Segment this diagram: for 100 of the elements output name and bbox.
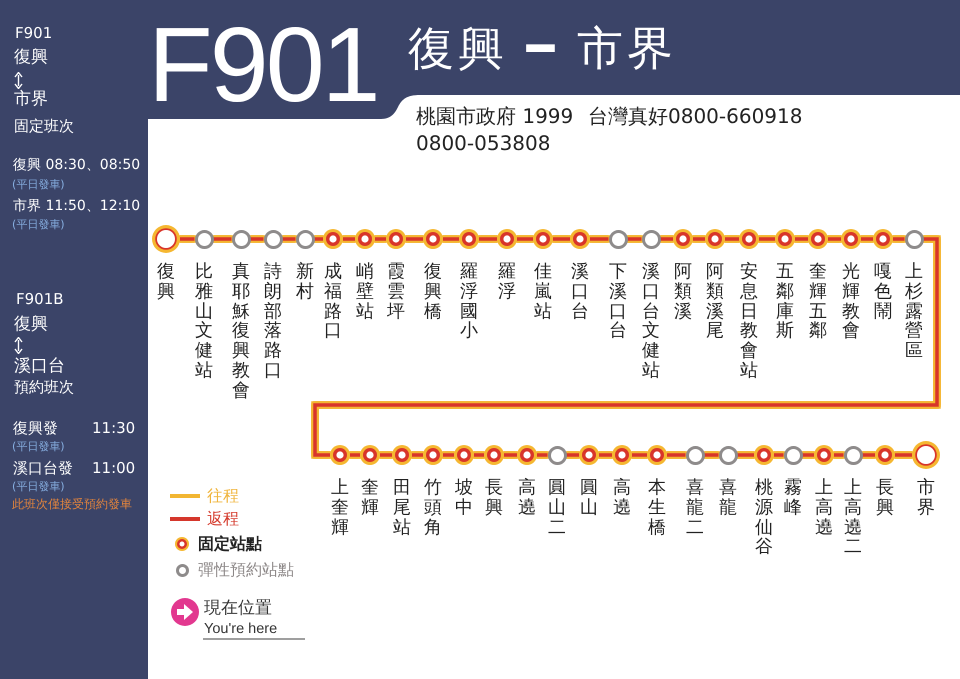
- route-line: [599, 453, 612, 457]
- route-line: [406, 237, 423, 241]
- terminal-name: 復興: [14, 48, 48, 68]
- station-name: 五鄰庫斯: [776, 262, 794, 342]
- weekday-note: (平日發車): [12, 178, 65, 192]
- booking-note: 此班次僅接受預約發車: [12, 498, 132, 512]
- route-line: [632, 453, 647, 457]
- legend-label: 彈性預約站點: [198, 560, 294, 579]
- station-name: 本生橋: [648, 478, 666, 538]
- station-name: 嘎色鬧: [874, 262, 892, 322]
- route-number: F901: [15, 25, 52, 43]
- route-line: [704, 453, 718, 457]
- station-name: 溪口台文健站: [642, 262, 660, 381]
- route-line: [504, 453, 517, 457]
- route-line: [861, 237, 873, 241]
- route-line: [443, 453, 454, 457]
- route-title: F901: [148, 12, 378, 118]
- route-line: [828, 237, 841, 241]
- route-line: [774, 453, 784, 457]
- station-name: 上杉露營區: [905, 262, 923, 361]
- station-name: 上奎輝: [331, 478, 349, 538]
- departure-times: 復興 08:30、08:50: [13, 156, 140, 174]
- station-name: 阿類溪尾: [706, 262, 724, 342]
- route-line: [895, 453, 912, 457]
- route-line: [862, 453, 875, 457]
- station-name: 安息日教會站: [740, 262, 758, 381]
- route-line: [282, 237, 296, 241]
- hotline-text: 台灣真好0800-660918: [588, 104, 802, 128]
- station-name: 溪口台: [571, 262, 589, 322]
- route-line: [443, 237, 459, 241]
- station-name: 霧峰: [784, 478, 802, 518]
- legend-label: 往程: [207, 486, 239, 505]
- route-line: [343, 237, 355, 241]
- route-line: [759, 237, 775, 241]
- route-line: [893, 237, 904, 241]
- route-line: [350, 453, 360, 457]
- station-name: 霞雲坪: [387, 262, 405, 322]
- route-line: [474, 453, 484, 457]
- station-name: 圓山二: [548, 478, 566, 538]
- station-name: 竹頭角: [424, 478, 442, 538]
- hotline-text: 桃園市政府 1999: [416, 104, 574, 128]
- route-line: [795, 237, 808, 241]
- you-are-here-label: 現在位置: [204, 599, 272, 619]
- weekday-note: (平日發車): [12, 480, 65, 494]
- station-name: 羅浮: [498, 262, 516, 302]
- hotline-text: 0800-053808: [416, 132, 550, 154]
- route-line: [375, 237, 386, 241]
- departure-time: 11:00: [92, 460, 136, 478]
- station-name: 市界: [917, 478, 935, 518]
- terminal-name: 復興: [14, 315, 48, 335]
- station-name: 復興: [157, 262, 175, 302]
- route-line: [250, 237, 264, 241]
- service-type: 固定班次: [14, 118, 74, 136]
- route-line: [380, 453, 392, 457]
- station-name: 羅浮國小: [460, 262, 478, 342]
- station-name: 峭壁站: [356, 262, 374, 322]
- route-line: [667, 453, 686, 457]
- route-line: [802, 453, 814, 457]
- station-name: 圓山: [580, 478, 598, 518]
- weekday-note: (平日發車): [12, 440, 65, 454]
- route-line: [412, 453, 423, 457]
- route-line: [537, 453, 548, 457]
- terminal-name: 溪口台: [14, 357, 65, 377]
- departure-stop: 復興發: [13, 420, 58, 438]
- weekday-note: (平日發車): [12, 218, 65, 232]
- station-name: 坡中: [455, 478, 473, 518]
- route-line: [693, 237, 705, 241]
- station-name: 高遶: [518, 478, 536, 518]
- station-name: 佳嵐站: [534, 262, 552, 322]
- station-name: 下溪口台: [609, 262, 627, 342]
- station-name: 高遶: [613, 478, 631, 518]
- route-line: [553, 237, 570, 241]
- route-line: [180, 237, 194, 241]
- station-name: 光輝教會: [842, 262, 860, 342]
- route-heading: 復興 ━ 市界: [408, 22, 677, 74]
- route-line: [479, 237, 497, 241]
- route-line: [590, 237, 608, 241]
- station-name: 長興: [485, 478, 503, 518]
- station-name: 桃源仙谷: [755, 478, 773, 558]
- route-line: [313, 237, 939, 457]
- legend-label: 固定站點: [198, 534, 262, 553]
- route-line: [517, 237, 533, 241]
- legend-label: 返程: [207, 510, 239, 528]
- station-name: 田尾站: [393, 478, 411, 538]
- route-line: [314, 237, 323, 241]
- station-name: 奎輝: [361, 478, 379, 518]
- route-line: [725, 237, 739, 241]
- station-name: 詩朗部落路口: [264, 262, 282, 381]
- station-name: 喜龍二: [686, 478, 704, 538]
- route-line: [628, 237, 642, 241]
- station-name: 新村: [296, 262, 314, 302]
- departure-times: 市界 11:50、12:10: [13, 198, 140, 214]
- station-name: 喜龍: [719, 478, 737, 518]
- route-line: [738, 453, 754, 457]
- station-name: 真耶穌復興教會: [232, 262, 250, 401]
- route-line: [660, 237, 673, 241]
- departure-time: 11:30: [92, 420, 136, 438]
- departure-stop: 溪口台發: [13, 460, 73, 478]
- route-number: F901B: [16, 291, 64, 309]
- station-name: 復興橋: [424, 262, 442, 322]
